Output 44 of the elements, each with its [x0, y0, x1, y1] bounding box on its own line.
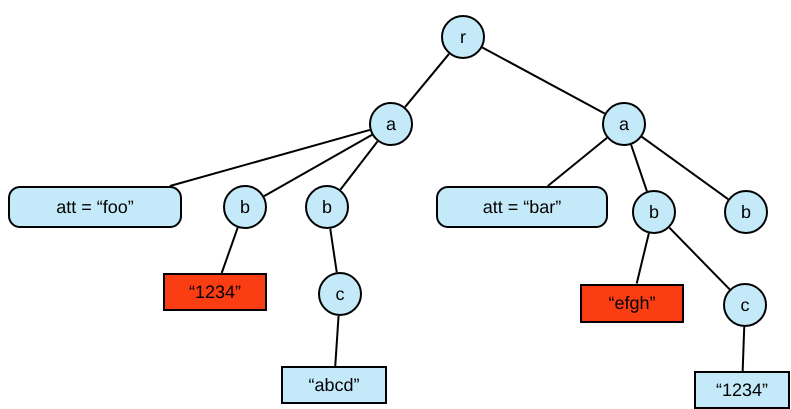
- node-label: “abcd”: [308, 374, 360, 396]
- connector-line: [340, 140, 378, 190]
- connector-line: [334, 316, 340, 366]
- connector-line: [482, 46, 606, 114]
- node-label: att = “foo”: [56, 196, 134, 218]
- highlighted-value-box: [580, 284, 684, 322]
- node-label: a: [618, 114, 629, 134]
- tree-node-circle: [632, 190, 676, 234]
- connector-line: [742, 326, 746, 372]
- node-label: “efgh”: [608, 292, 656, 314]
- attribute-box: [436, 186, 608, 228]
- tree-node-circle: [305, 185, 349, 229]
- tree-node-circle: [723, 283, 767, 327]
- node-label: c: [740, 294, 750, 316]
- node-label: “1234”: [716, 380, 768, 400]
- connector-line: [668, 227, 730, 290]
- connector-line: [170, 128, 370, 187]
- tree-node-circle: [441, 15, 485, 59]
- tree-node-circle: [369, 102, 413, 146]
- node-label: r: [460, 26, 466, 48]
- node-label: b: [240, 196, 250, 218]
- node-label: b: [740, 202, 751, 222]
- connector-line: [636, 233, 650, 284]
- node-label: att = “bar”: [482, 196, 562, 218]
- node-label: c: [336, 284, 344, 304]
- connector-line: [329, 228, 338, 272]
- node-label: b: [322, 196, 332, 218]
- node-label: “1234”: [188, 282, 242, 302]
- tree-node-circle: [318, 272, 362, 316]
- node-label: b: [648, 202, 659, 222]
- text-value-box: [694, 371, 790, 409]
- tree-node-circle: [724, 190, 768, 234]
- tree-node-circle: [602, 102, 646, 146]
- text-value-box: [281, 366, 387, 404]
- connector-line: [264, 134, 372, 197]
- connector-line: [630, 144, 648, 192]
- connector-line: [404, 53, 450, 108]
- highlighted-value-box: [163, 273, 267, 311]
- tree-node-circle: [223, 185, 267, 229]
- connector-line: [641, 136, 729, 200]
- node-label: a: [386, 114, 396, 134]
- attribute-box: [8, 186, 182, 228]
- connector-line: [220, 227, 239, 274]
- connector-line: [547, 137, 608, 187]
